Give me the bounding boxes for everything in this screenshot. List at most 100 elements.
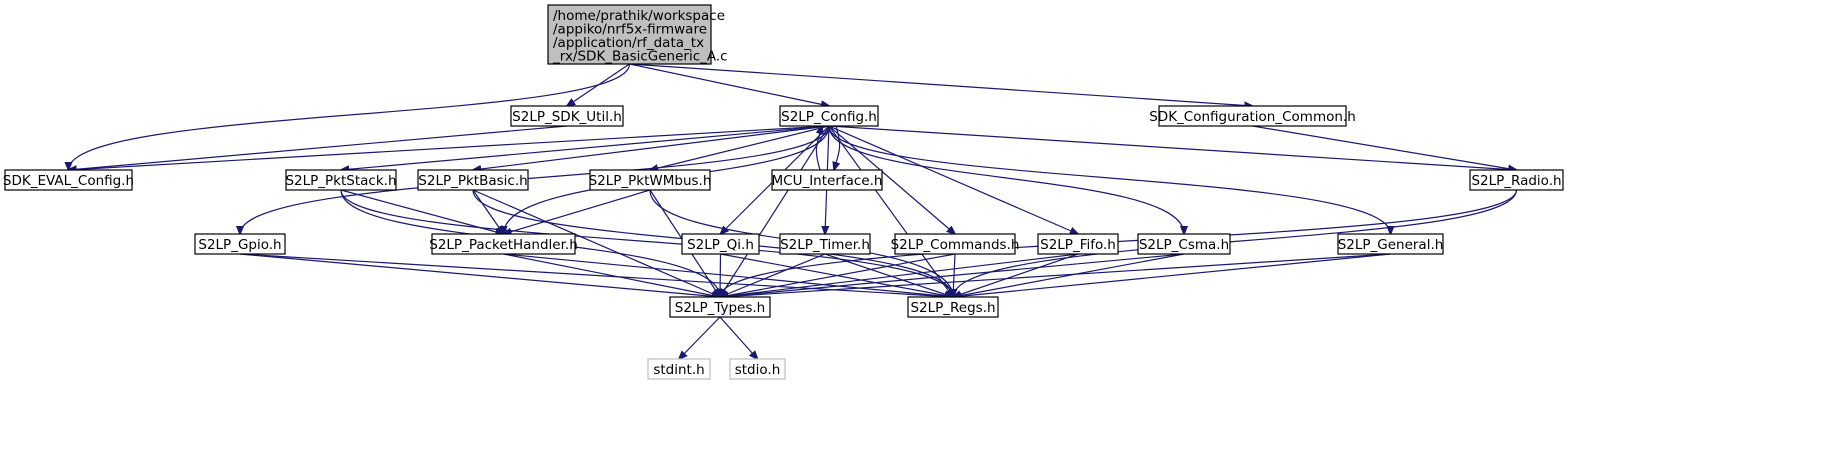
edge-csma-to-regs [953, 253, 1185, 297]
node-types[interactable]: S2LP_Types.h [669, 296, 771, 318]
node-csma[interactable]: S2LP_Csma.h [1137, 233, 1231, 255]
node-box [1137, 233, 1231, 255]
edge-fifo-to-regs [953, 253, 1079, 297]
edge-timer-to-types [720, 253, 826, 297]
node-pktbasic[interactable]: S2LP_PktBasic.h [417, 169, 529, 191]
edge-root-to-eval_config [69, 63, 631, 170]
node-regs[interactable]: S2LP_Regs.h [907, 296, 999, 318]
node-label: S2LP_PacketHandler.h [429, 237, 578, 253]
node-radio[interactable]: S2LP_Radio.h [1469, 169, 1564, 191]
node-mcu_interface[interactable]: MCU_Interface.h [771, 169, 883, 191]
node-label: S2LP_Timer.h [780, 237, 870, 253]
edge-config-to-types [720, 125, 830, 297]
node-fifo[interactable]: S2LP_Fifo.h [1037, 233, 1119, 255]
node-pktstack[interactable]: S2LP_PktStack.h [285, 169, 397, 191]
node-label: S2LP_Csma.h [1139, 237, 1229, 253]
node-timer[interactable]: S2LP_Timer.h [779, 233, 871, 255]
node-label: S2LP_PktWMbus.h [589, 173, 712, 189]
node-label: S2LP_Types.h [675, 300, 765, 316]
node-stdio[interactable]: stdio.h [729, 358, 786, 380]
node-label: stdio.h [735, 362, 781, 378]
edge-config-to-eval_config [69, 125, 830, 170]
edge-general-to-types [720, 253, 1391, 297]
node-label: MCU_Interface.h [772, 173, 883, 189]
edge-commands-to-types [720, 253, 956, 297]
edge-config-to-mcu_interface [834, 125, 840, 170]
edge-config-to-pktwmbus [650, 125, 830, 170]
node-box [1037, 233, 1119, 255]
node-eval_config[interactable]: SDK_EVAL_Config.h [3, 169, 134, 191]
node-sdk_util[interactable]: S2LP_SDK_Util.h [510, 105, 624, 127]
node-label: S2LP_PktBasic.h [418, 173, 527, 189]
edge-root-to-config [629, 63, 830, 106]
node-box [1158, 105, 1347, 127]
node-pktwmbus[interactable]: S2LP_PktWMbus.h [589, 169, 712, 191]
edge-config-to-pktstack [341, 125, 830, 170]
edge-qi-to-types [720, 253, 721, 297]
node-label: S2LP_Fifo.h [1040, 237, 1116, 253]
edge-pktstack-to-regs [340, 189, 953, 297]
edge-packethandler-to-regs [503, 253, 954, 297]
root-label-line: _rx/SDK_BasicGeneric_A.c [552, 49, 728, 65]
node-label: S2LP_Commands.h [891, 237, 1020, 253]
node-box [431, 233, 576, 255]
edge-config-to-fifo [828, 125, 1078, 234]
node-label: stdint.h [653, 362, 704, 378]
node-box [681, 233, 760, 255]
node-box [1469, 169, 1564, 191]
node-box [771, 169, 883, 191]
node-packethandler[interactable]: S2LP_PacketHandler.h [429, 233, 578, 255]
node-box [779, 233, 871, 255]
edge-csma-to-types [720, 253, 1185, 297]
node-sdk_cfg_common[interactable]: SDK_Configuration_Common.h [1149, 105, 1356, 127]
node-box [285, 169, 397, 191]
edge-config-to-pktbasic [473, 125, 830, 170]
edge-fifo-to-types [720, 253, 1079, 297]
edge-pktbasic-to-types [472, 189, 720, 297]
node-box [510, 105, 624, 127]
node-general[interactable]: S2LP_General.h [1337, 233, 1444, 255]
node-label: S2LP_General.h [1338, 237, 1444, 253]
node-box [194, 233, 286, 255]
node-root[interactable]: /home/prathik/workspace/appiko/nrf5x-fir… [547, 4, 728, 65]
edge-types-to-stdint [679, 316, 721, 359]
edge-config-to-radio [828, 125, 1517, 170]
edge-types-to-stdio [719, 316, 758, 359]
edge-config-to-csma [828, 125, 1184, 234]
root-label-line: /application/rf_data_tx [553, 35, 704, 51]
node-gpio[interactable]: S2LP_Gpio.h [194, 233, 286, 255]
node-box [647, 358, 711, 380]
edge-root-to-sdk_cfg_common [629, 63, 1253, 106]
edge-timer-to-regs [824, 253, 953, 297]
node-box [907, 296, 999, 318]
node-box [1337, 233, 1444, 255]
edge-gpio-to-types [239, 253, 720, 297]
node-box [894, 233, 1016, 255]
node-label: S2LP_PktStack.h [285, 173, 396, 189]
edge-pktbasic-to-packethandler [472, 189, 504, 234]
node-label: S2LP_Gpio.h [198, 237, 281, 253]
node-qi[interactable]: S2LP_Qi.h [681, 233, 760, 255]
node-box [729, 358, 786, 380]
edge-config-to-regs [828, 125, 953, 297]
edge-mcu_interface-to-config [816, 126, 822, 171]
node-box [589, 169, 711, 191]
node-label: S2LP_Qi.h [687, 237, 754, 253]
node-commands[interactable]: S2LP_Commands.h [891, 233, 1020, 255]
node-label: S2LP_Radio.h [1471, 173, 1561, 189]
node-box [4, 169, 133, 191]
edge-config-to-general [828, 125, 1391, 234]
edge-radio-to-regs [953, 189, 1518, 297]
dependency-nodes: /home/prathik/workspace/appiko/nrf5x-fir… [3, 4, 1564, 380]
node-label: S2LP_SDK_Util.h [512, 109, 622, 125]
root-label-line: /appiko/nrf5x-firmware [553, 22, 707, 38]
edge-pktwmbus-to-packethandler [504, 189, 651, 234]
node-stdint[interactable]: stdint.h [647, 358, 711, 380]
node-label: SDK_Configuration_Common.h [1149, 109, 1356, 125]
node-label: S2LP_Config.h [781, 109, 877, 125]
node-label: S2LP_Regs.h [910, 300, 995, 316]
edge-sdk_cfg_common-to-radio [1252, 125, 1517, 170]
node-box [669, 296, 771, 318]
node-config[interactable]: S2LP_Config.h [779, 105, 879, 127]
edge-config-to-gpio [240, 125, 830, 234]
